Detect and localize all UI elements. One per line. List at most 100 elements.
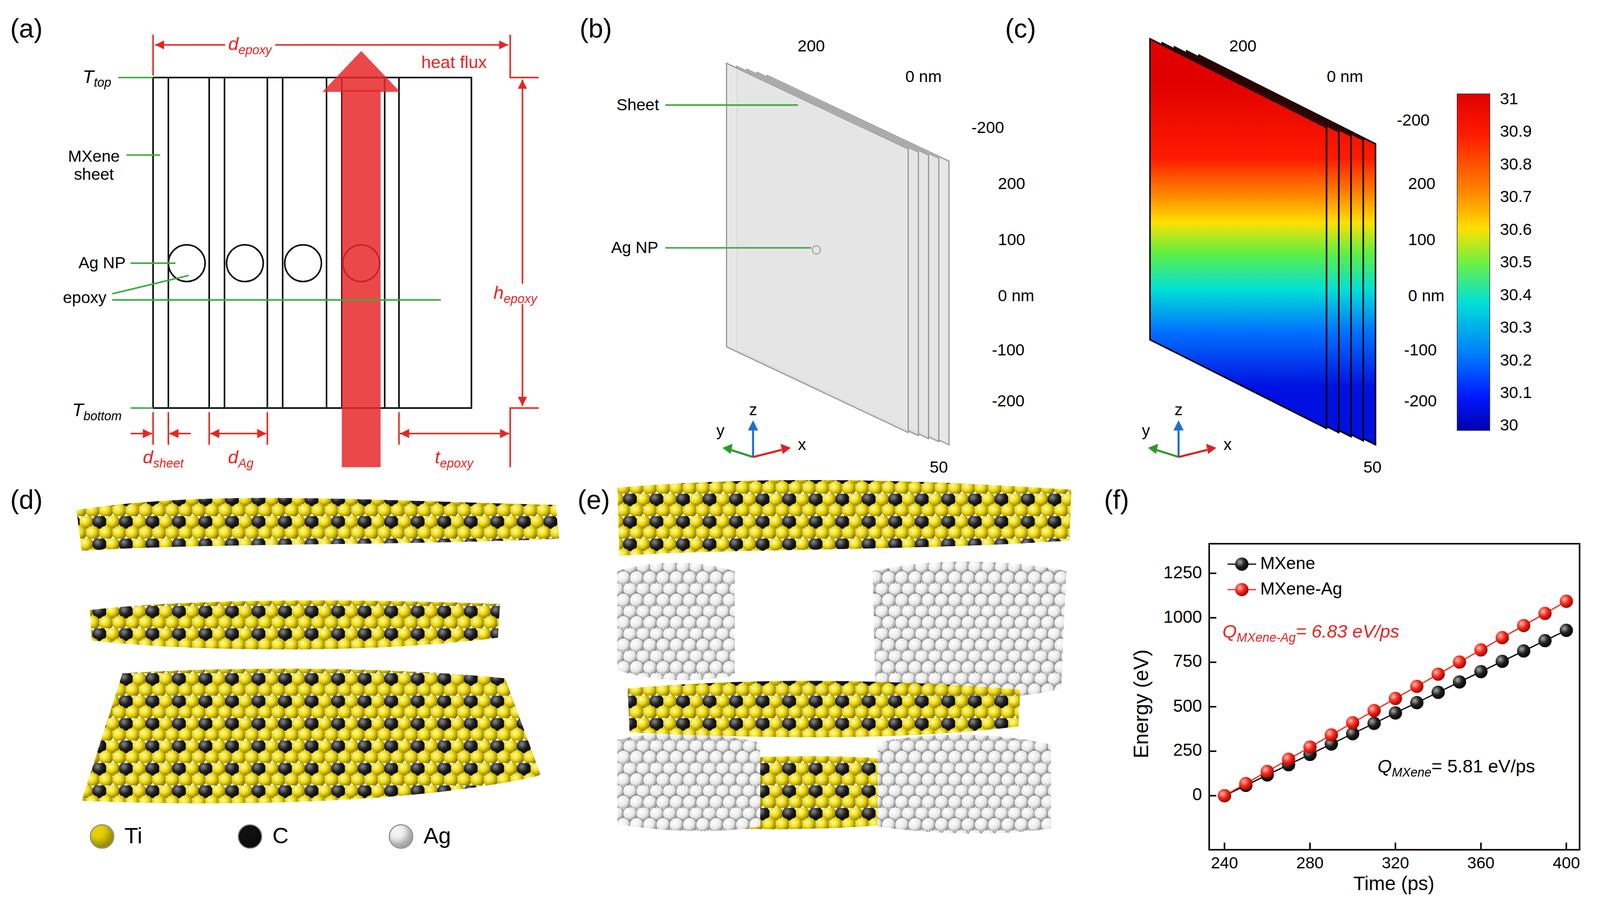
dimension-label: tepoxy — [434, 448, 474, 469]
part-label: MXene sheet — [62, 147, 126, 184]
slab-c — [1149, 38, 1376, 445]
axis-tick-label: 250 — [1173, 742, 1202, 762]
dimension-label: hepoxy — [490, 283, 540, 305]
legend-entry: Ti — [124, 824, 143, 850]
label-text: 240 — [1210, 854, 1239, 872]
dimension-lines — [130, 34, 540, 468]
chart-legend-samples — [1227, 557, 1257, 597]
dimension-lines-part — [400, 432, 510, 435]
leader-lines-part — [665, 104, 798, 106]
legend-entry: MXene — [1260, 554, 1316, 574]
label-text: 280 — [1296, 854, 1324, 872]
leader-lines-part — [130, 407, 153, 409]
label-text: y — [716, 421, 725, 439]
label-text: 30 — [1499, 416, 1518, 434]
part-label: Ag NP — [78, 254, 126, 273]
chart-axes-part — [1565, 842, 1568, 850]
panel-letter: (f) — [1104, 485, 1130, 515]
dimension-lines-part — [398, 412, 400, 445]
label-text: 0 nm — [905, 67, 942, 85]
panel-letter: (e) — [577, 485, 610, 515]
chart-axes-part — [1394, 842, 1397, 850]
colorbar-label: 31 — [1499, 89, 1518, 108]
mxene-ag-layers-e-part — [617, 480, 1072, 557]
mxene-series-part-part — [1495, 654, 1510, 669]
label-text: 31 — [1499, 89, 1518, 108]
dimension-lines-part — [510, 34, 540, 78]
axis-tick-label: 50 — [1363, 458, 1382, 477]
mxene-ag-series-part-part — [1260, 764, 1275, 779]
axis-tick-label: 0 nm — [997, 286, 1035, 305]
label-text: 30.2 — [1499, 351, 1532, 369]
legend-swatch — [237, 824, 263, 850]
label-text: d — [228, 33, 239, 55]
axis-triad-part — [748, 420, 759, 431]
axis-tick-label: 1250 — [1163, 564, 1202, 584]
axis-tick-label: -200 — [1403, 392, 1437, 411]
axis-tick-label: 200 — [1229, 37, 1257, 56]
colorbar-label: 30.7 — [1499, 188, 1532, 207]
label-text: T — [82, 66, 94, 87]
chart-axes-part — [1479, 842, 1482, 850]
label-text: 500 — [1173, 696, 1202, 716]
mxene-series-part-part — [1474, 665, 1488, 679]
chart-axes-part — [1209, 572, 1217, 575]
subscript-text: sheet — [152, 456, 184, 471]
axis-title: Energy (eV) — [1129, 649, 1152, 759]
label-text: 30.8 — [1499, 155, 1532, 173]
mxene-ag-series-part-part — [1282, 752, 1296, 767]
axis-tick-label: 200 — [797, 37, 826, 56]
label-text: h — [493, 282, 504, 304]
label-text: Energy (eV) — [1129, 649, 1152, 759]
label-text: 30.4 — [1499, 285, 1532, 304]
mxene-ag-series-part — [1224, 601, 1567, 797]
axis-tick-label: -100 — [1403, 341, 1437, 360]
chart-axes-part — [1209, 706, 1217, 708]
mxene-series-part-part — [1410, 696, 1424, 710]
panel-letter: (a) — [10, 13, 43, 44]
leader-lines-part — [665, 247, 812, 249]
chart-axes — [1209, 543, 1580, 850]
label-text: Q — [1377, 756, 1392, 777]
mxene-layers-d-part — [76, 497, 559, 551]
label-text: Q — [1222, 621, 1237, 642]
label-text: 250 — [1173, 740, 1202, 761]
label-text: Ag NP — [78, 254, 126, 272]
leader-lines-part — [112, 299, 441, 301]
slab-b-part — [812, 246, 821, 255]
legend-swatch — [89, 824, 115, 850]
mxene-ag-layers-e-part — [627, 680, 1021, 738]
axis-triad-part — [752, 428, 755, 458]
mxene-ag-series-part-part — [1324, 728, 1339, 743]
label-text: 400 — [1552, 854, 1581, 872]
axis-name: x — [1223, 436, 1232, 455]
leader-lines — [665, 105, 812, 248]
label-text: Time (ps) — [1353, 873, 1435, 895]
colorbar-label: 30.5 — [1499, 253, 1532, 272]
chart-axes-part — [1209, 750, 1217, 753]
label-text: x — [1223, 436, 1232, 454]
mxene-ag-series — [1218, 594, 1574, 803]
axis-tick-label: 0 nm — [1408, 286, 1445, 305]
legend-text: MXene-Ag — [1260, 579, 1343, 599]
mxene-series-part-part — [1517, 644, 1531, 658]
axis-tick-label: 50 — [929, 458, 948, 477]
subscript-text: Ag — [238, 456, 254, 471]
colorbar-label: 30.2 — [1499, 351, 1532, 370]
chart-axes-part — [1209, 795, 1217, 797]
legend-text: Ti — [124, 823, 143, 849]
axis-triad-part — [1178, 450, 1208, 458]
dimension-label: dAg — [228, 448, 254, 469]
mxene-layers-d-part — [81, 668, 541, 804]
schematic-a-part — [167, 77, 170, 408]
colorbar — [1457, 94, 1490, 432]
label-text: 100 — [1408, 230, 1436, 248]
dimension-lines-part — [130, 432, 153, 435]
mxene-ag-layers-e-part — [617, 563, 735, 681]
subscript-text: epoxy — [503, 292, 538, 307]
label-text: 30.5 — [1499, 253, 1532, 271]
label-text: Sheet — [616, 95, 660, 114]
leader-lines — [112, 77, 441, 408]
label-text: 360 — [1467, 854, 1495, 872]
mxene-series-part-part — [1431, 685, 1446, 700]
